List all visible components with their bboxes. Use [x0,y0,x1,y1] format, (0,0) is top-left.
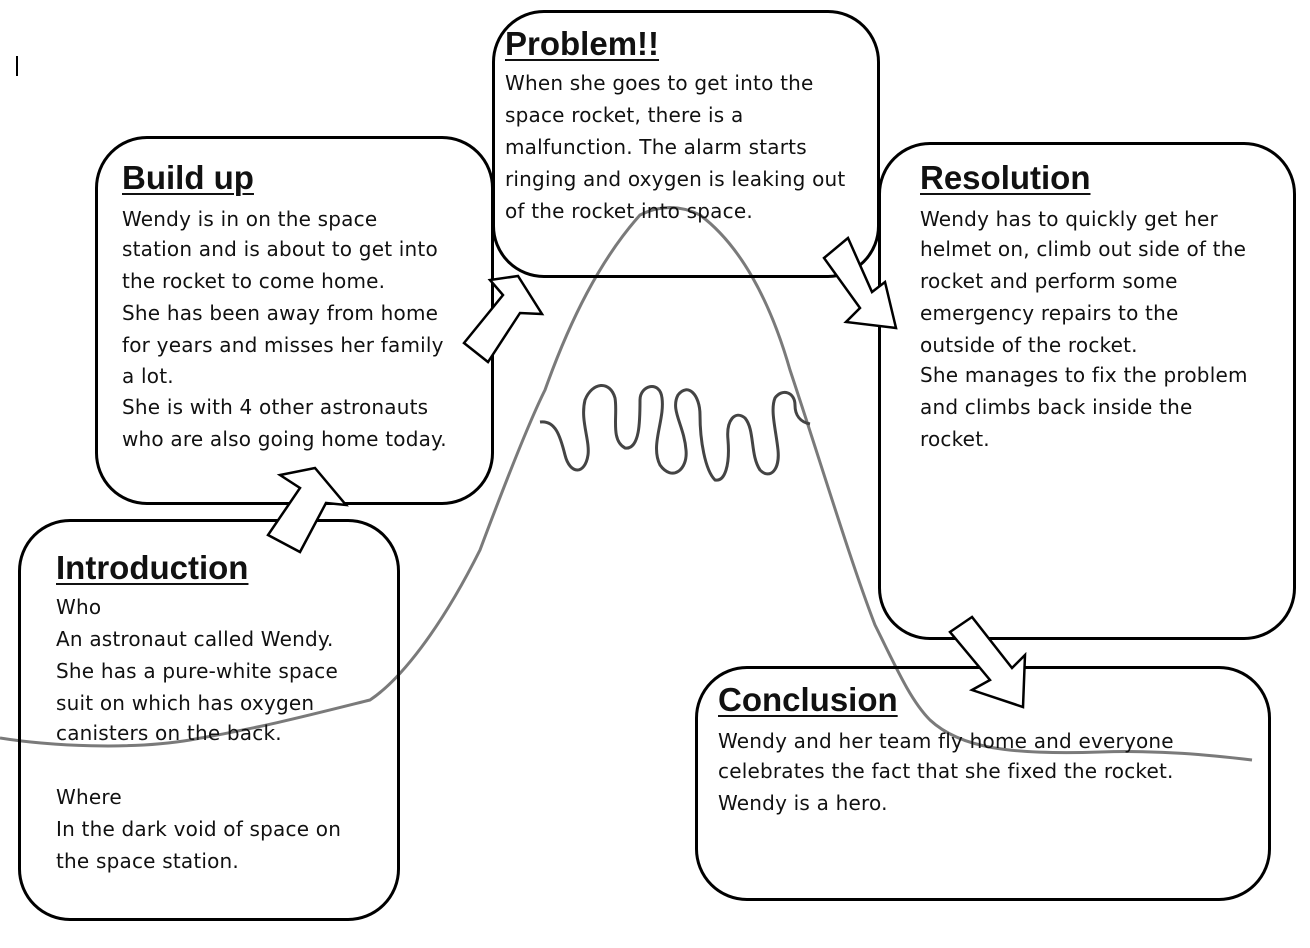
arrow-icon-buildup-to-problem [462,274,545,364]
resolution-line: and climbs back inside the [920,395,1193,419]
build-up-line: who are also going home today. [122,427,447,451]
resolution-heading: Resolution [920,159,1091,196]
text-cursor [16,56,18,76]
resolution-line: She manages to fix the problem [920,363,1248,387]
resolution-box [878,142,1296,640]
problem-line: of the rocket into space. [505,199,753,223]
problem-box [492,10,880,278]
conclusion-line: Wendy is a hero. [718,791,888,815]
problem-line: ringing and oxygen is leaking out [505,167,846,191]
build-up-line: station and is about to get into [122,237,438,261]
arrow-icon-resolution-to-conclusion [948,615,1027,709]
introduction-line: She has a pure-white space [56,659,338,683]
introduction-line: In the dark void of space on [56,817,342,841]
squiggle-curve [539,384,811,482]
resolution-line: emergency repairs to the [920,301,1179,325]
conclusion-line: celebrates the fact that she fixed the r… [718,759,1174,783]
build-up-line: a lot. [122,364,174,388]
problem-line: malfunction. The alarm starts [505,135,807,159]
build-up-line: Wendy is in on the space [122,207,378,231]
arrow-icon-intro-to-buildup-shape [266,466,349,554]
build-up-line: She has been away from home [122,301,439,325]
arrow-icon-problem-to-resolution [822,235,898,330]
build-up-box [95,136,494,505]
introduction-line: suit on which has oxygen [56,691,315,715]
introduction-line: An astronaut called Wendy. [56,627,334,651]
introduction-line: the space station. [56,849,239,873]
introduction-heading: Introduction [56,549,249,586]
problem-line: space rocket, there is a [505,103,744,127]
conclusion-line: Wendy and her team fly home and everyone [718,729,1174,753]
introduction-line: Where [56,785,122,809]
problem-heading: Problem!! [505,25,660,62]
introduction-box [18,519,400,921]
build-up-line: for years and misses her family [122,333,444,357]
build-up-heading: Build up [122,159,254,196]
conclusion-heading: Conclusion [718,681,898,718]
introduction-line: canisters on the back. [56,721,282,745]
resolution-line: Wendy has to quickly get her [920,207,1218,231]
mountain-curve [0,206,1253,762]
build-up-line: the rocket to come home. [122,269,386,293]
resolution-line: outside of the rocket. [920,333,1138,357]
resolution-line: helmet on, climb out side of the [920,237,1247,261]
problem-line: When she goes to get into the [505,71,814,95]
build-up-line: She is with 4 other astronauts [122,395,429,419]
resolution-line: rocket and perform some [920,269,1178,293]
resolution-line: rocket. [920,427,990,451]
introduction-line: Who [56,595,102,619]
